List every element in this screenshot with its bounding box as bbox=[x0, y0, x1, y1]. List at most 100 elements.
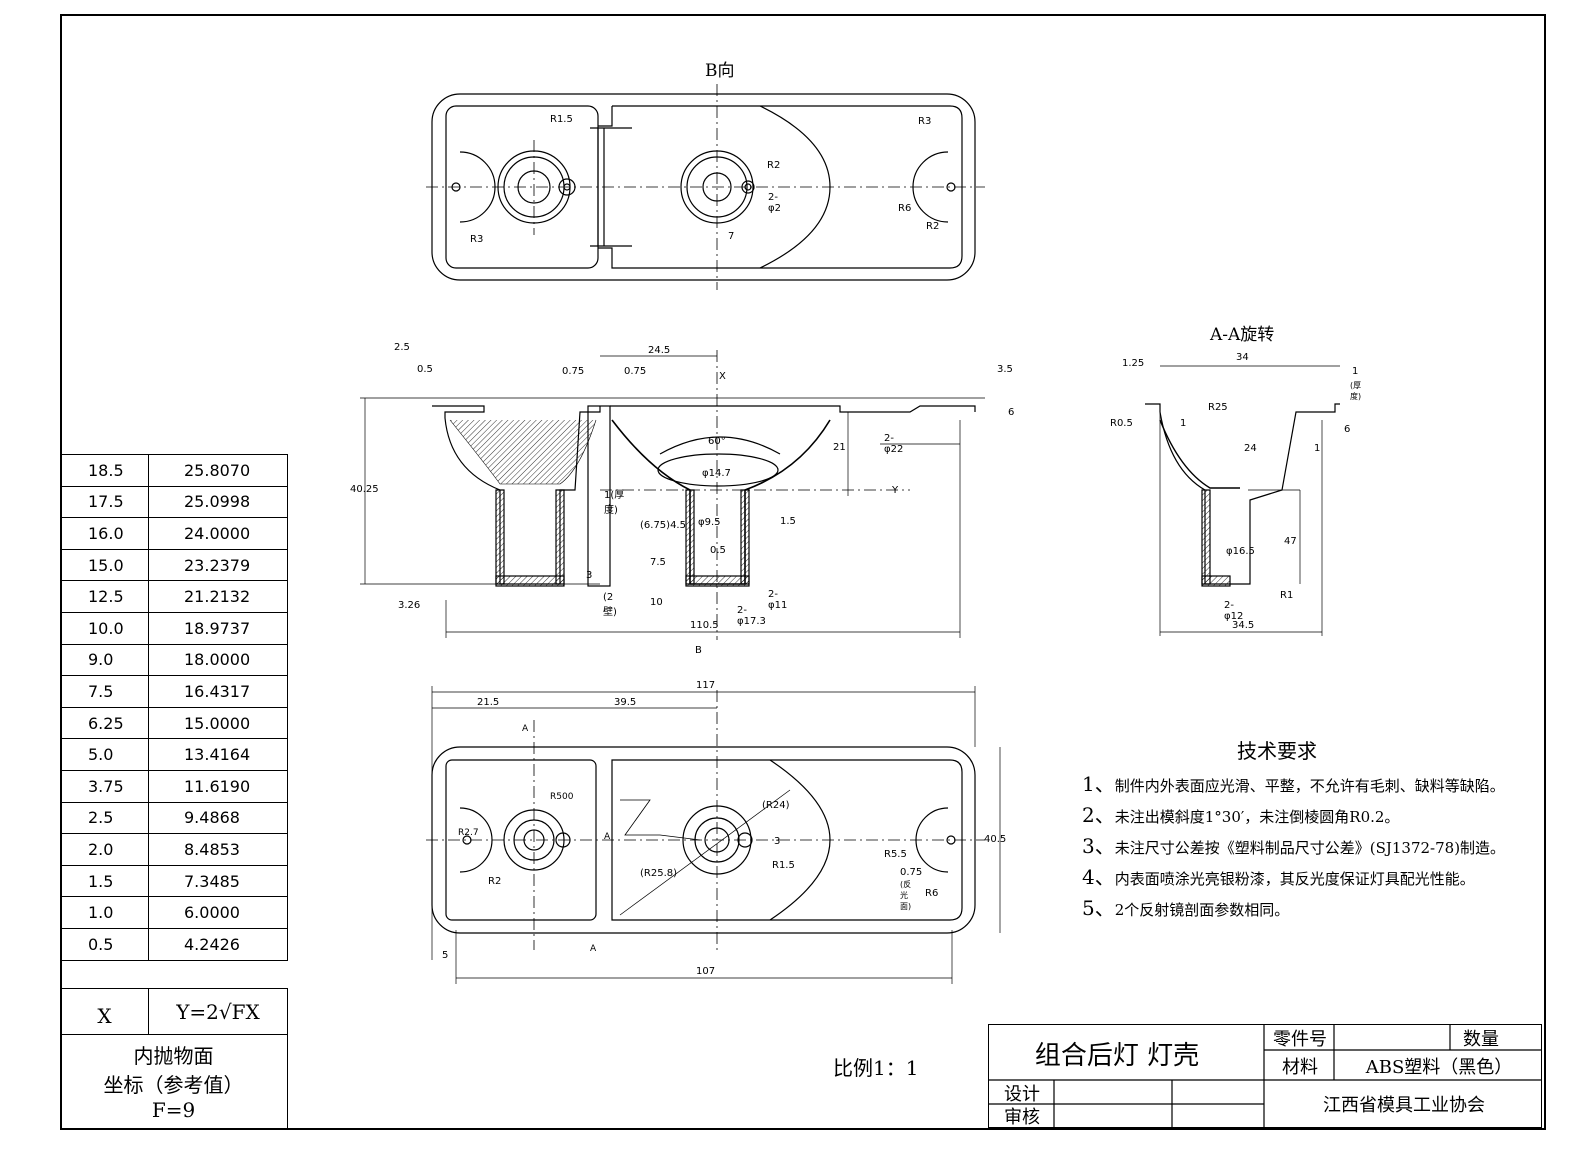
dim-label: 2-φ2 bbox=[768, 192, 781, 214]
dim-label: 6 bbox=[1344, 424, 1351, 435]
dim-label: R500 bbox=[550, 792, 574, 802]
dim-label: R5.5 bbox=[884, 849, 907, 860]
dim-label: 39.5 bbox=[614, 697, 637, 708]
cell-y: 9.4868 bbox=[148, 801, 288, 835]
dim-label: R0.5 bbox=[1110, 418, 1133, 429]
dim-label: 0.5 bbox=[710, 545, 726, 556]
tech-item: 4、内表面喷涂光亮银粉漆，其反光度保证灯具配光性能。 bbox=[1082, 863, 1542, 894]
dim-label: R2 bbox=[926, 221, 940, 232]
dim-label: R3 bbox=[918, 116, 932, 127]
cell-x: 2.5 bbox=[60, 801, 149, 835]
scale-label: 比例1：1 bbox=[833, 1056, 919, 1080]
dim-label: 3.26 bbox=[398, 600, 421, 611]
cell-y: 4.2426 bbox=[148, 927, 288, 961]
material-label: 材料 bbox=[1282, 1057, 1318, 1078]
cell-y: 8.4853 bbox=[148, 833, 288, 866]
dim-label: A bbox=[604, 832, 611, 842]
dim-label: 107 bbox=[696, 966, 716, 977]
dim-label: A bbox=[522, 724, 529, 734]
dim-label: 1(厚度) bbox=[604, 490, 625, 516]
dim-label: 1.25 bbox=[1122, 358, 1145, 369]
dim-label: Y bbox=[892, 485, 899, 496]
tech-item: 1、制件内外表面应光滑、平整，不允许有毛刺、缺料等缺陷。 bbox=[1082, 770, 1542, 801]
dim-label: R2 bbox=[488, 876, 502, 887]
organization: 江西省模具工业协会 bbox=[1323, 1095, 1485, 1116]
cell-x: 7.5 bbox=[60, 675, 149, 708]
cell-x: 16.0 bbox=[60, 517, 149, 550]
view-bottom bbox=[426, 686, 1001, 984]
dim-label: 2-φ12 bbox=[1224, 600, 1244, 622]
dim-label: 24.5 bbox=[648, 345, 671, 356]
tech-requirements: 技术要求 1、制件内外表面应光滑、平整，不允许有毛刺、缺料等缺陷。2、未注出模斜… bbox=[1082, 735, 1542, 925]
dim-label: (R24) bbox=[762, 800, 790, 811]
dim-label: (2壁) bbox=[603, 592, 617, 618]
dim-label: (厚度) bbox=[1350, 381, 1362, 401]
dim-label: 47 bbox=[1284, 536, 1297, 547]
cell-x: 5.0 bbox=[60, 738, 149, 771]
dim-label: 60° bbox=[708, 436, 726, 447]
dim-label: 1 bbox=[1352, 366, 1359, 377]
caption-line: 内抛物面 bbox=[133, 1044, 214, 1068]
cell-x: 6.25 bbox=[60, 706, 149, 740]
dim-label: (6.75)4.5 bbox=[640, 520, 686, 531]
cell-y: 18.0000 bbox=[148, 643, 288, 677]
parabola-caption: 内抛物面 坐标（参考值） F=9 bbox=[60, 1034, 288, 1130]
dim-label: 0.5 bbox=[417, 364, 433, 375]
cell-y: 16.4317 bbox=[148, 675, 288, 708]
dim-label: (R25.8) bbox=[640, 868, 678, 879]
dim-label: 40.5 bbox=[984, 834, 1007, 845]
dim-label: 117 bbox=[696, 680, 716, 691]
tech-item: 3、未注尺寸公差按《塑料制品尺寸公差》(SJ1372-78)制造。 bbox=[1082, 832, 1542, 863]
cell-x: 12.5 bbox=[60, 580, 149, 613]
cell-y: 21.2132 bbox=[148, 580, 288, 613]
tech-item-number: 2、 bbox=[1082, 803, 1115, 827]
dim-label: 0.75 bbox=[900, 867, 923, 878]
tech-item-number: 5、 bbox=[1082, 896, 1115, 920]
cell-x: 18.5 bbox=[60, 454, 149, 487]
dim-label: 3 bbox=[774, 836, 781, 847]
dim-label: R1.5 bbox=[772, 860, 795, 871]
dim-label: 0.75 bbox=[562, 366, 585, 377]
part-no-label: 零件号 bbox=[1273, 1029, 1327, 1050]
tech-item: 5、2个反射镜剖面参数相同。 bbox=[1082, 894, 1542, 925]
dim-label: (反光面) bbox=[900, 880, 912, 911]
cell-y: 25.0998 bbox=[148, 485, 288, 519]
tech-item-text: 未注出模斜度1°30′，未注倒棱圆角R0.2。 bbox=[1114, 808, 1400, 826]
dim-label: φ14.7 bbox=[702, 468, 731, 479]
dim-label: φ16.5 bbox=[1226, 546, 1255, 557]
dim-label: X bbox=[719, 371, 726, 382]
tech-item-text: 制件内外表面应光滑、平整，不允许有毛刺、缺料等缺陷。 bbox=[1114, 777, 1505, 795]
tech-item: 2、未注出模斜度1°30′，未注倒棱圆角R0.2。 bbox=[1082, 801, 1542, 832]
dim-label: 110.5 bbox=[690, 620, 719, 631]
header-y: Y=2√FX bbox=[176, 999, 260, 1024]
design-label: 设计 bbox=[1004, 1084, 1040, 1105]
tech-item-number: 4、 bbox=[1082, 865, 1115, 889]
tech-item-number: 3、 bbox=[1082, 834, 1115, 858]
dim-label: φ9.5 bbox=[698, 517, 721, 528]
header-x: X bbox=[61, 989, 149, 1034]
cell-x: 17.5 bbox=[60, 485, 149, 519]
dim-label: 24 bbox=[1244, 443, 1257, 454]
cell-y: 6.0000 bbox=[148, 896, 288, 929]
dim-label: 2-φ17.3 bbox=[737, 605, 766, 627]
dim-label: 3.5 bbox=[997, 364, 1013, 375]
dim-label: 7 bbox=[728, 231, 735, 242]
tech-title: 技术要求 bbox=[1237, 739, 1317, 763]
caption-line: F=9 bbox=[151, 1098, 196, 1122]
dim-label: 21 bbox=[833, 442, 846, 453]
dim-label: 6 bbox=[1008, 407, 1015, 418]
dim-label: 1 bbox=[1180, 418, 1187, 429]
dim-label: R3 bbox=[470, 234, 484, 245]
cell-x: 2.0 bbox=[60, 833, 149, 866]
